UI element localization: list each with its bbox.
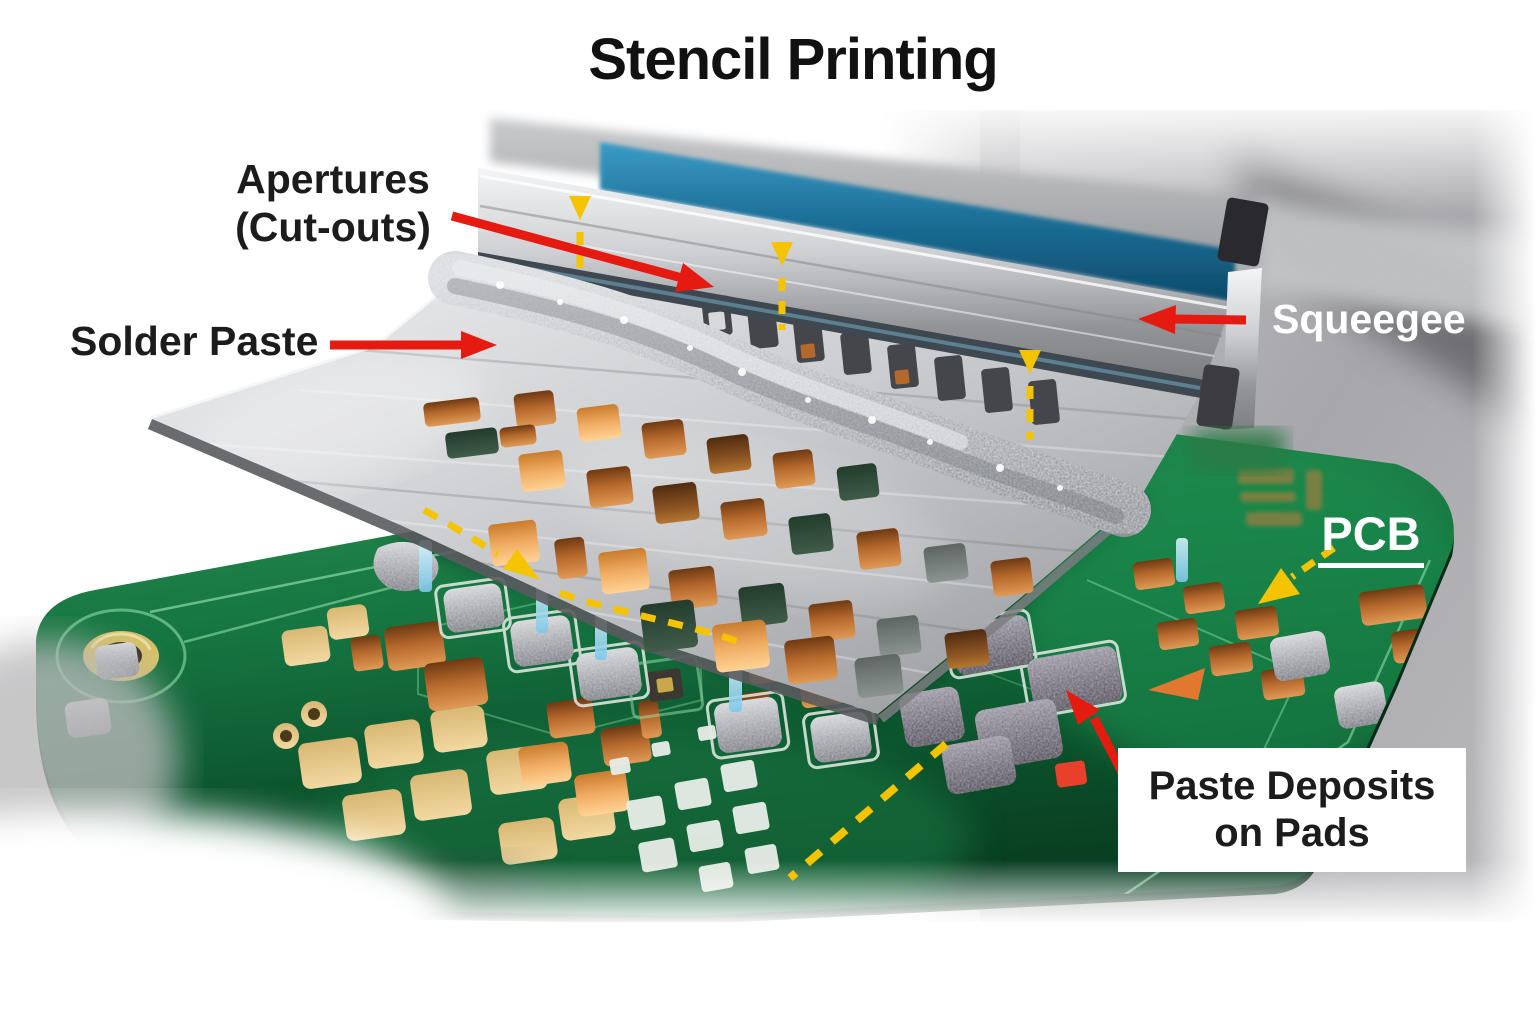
squeegee-arrow xyxy=(1138,305,1247,334)
stencil-plate xyxy=(147,260,1205,726)
squeegee-down-arrow-3 xyxy=(1019,350,1041,440)
squeegee-down-arrow-1 xyxy=(569,196,591,272)
squeegee-assembly xyxy=(478,118,1284,472)
squeegee-clamp xyxy=(1192,197,1284,472)
stencil-front-edge xyxy=(147,418,880,726)
gold-pads xyxy=(273,604,616,865)
solder-paste-arrow xyxy=(330,331,497,359)
paste-deposits-label: Paste Deposits on Pads xyxy=(1118,748,1466,872)
squeegee-back-bar xyxy=(490,118,1240,252)
silkscreen-pads xyxy=(609,725,780,892)
copper-triangle-pad xyxy=(1148,668,1205,700)
pcb-label: PCB xyxy=(1318,506,1424,568)
squeegee-down-arrow-2 xyxy=(771,242,793,330)
pcb-pointer-arrow xyxy=(1258,545,1336,604)
pcb-label-underline xyxy=(1318,563,1424,568)
copper-pads xyxy=(350,468,1454,817)
apertures-arrow xyxy=(450,211,714,292)
solder-paste-label: Solder Paste xyxy=(70,318,319,364)
paste-deposits-line2: on Pads xyxy=(1214,811,1370,855)
stencil-wipe-direction-arrow xyxy=(422,506,744,647)
squeegee-label: Squeegee xyxy=(1272,296,1466,342)
solder-paste-bead xyxy=(428,251,1151,537)
apertures-label: Apertures (Cut-outs) xyxy=(235,156,431,252)
apertures-label-line1: Apertures xyxy=(236,156,430,202)
photo-edge-fades xyxy=(0,80,1536,1024)
pcb-direction-dashes xyxy=(787,740,949,882)
stencil-apertures xyxy=(423,295,1060,698)
figure-title: Stencil Printing xyxy=(588,27,998,92)
paste-deposits-line1: Paste Deposits xyxy=(1148,763,1436,808)
squeegee-blue-holder xyxy=(600,142,1235,302)
pcb-label-text: PCB xyxy=(1321,507,1421,560)
small-ic-component xyxy=(646,668,684,702)
direction-indicators xyxy=(422,196,1336,882)
apertures-label-line2: (Cut-outs) xyxy=(235,203,431,250)
